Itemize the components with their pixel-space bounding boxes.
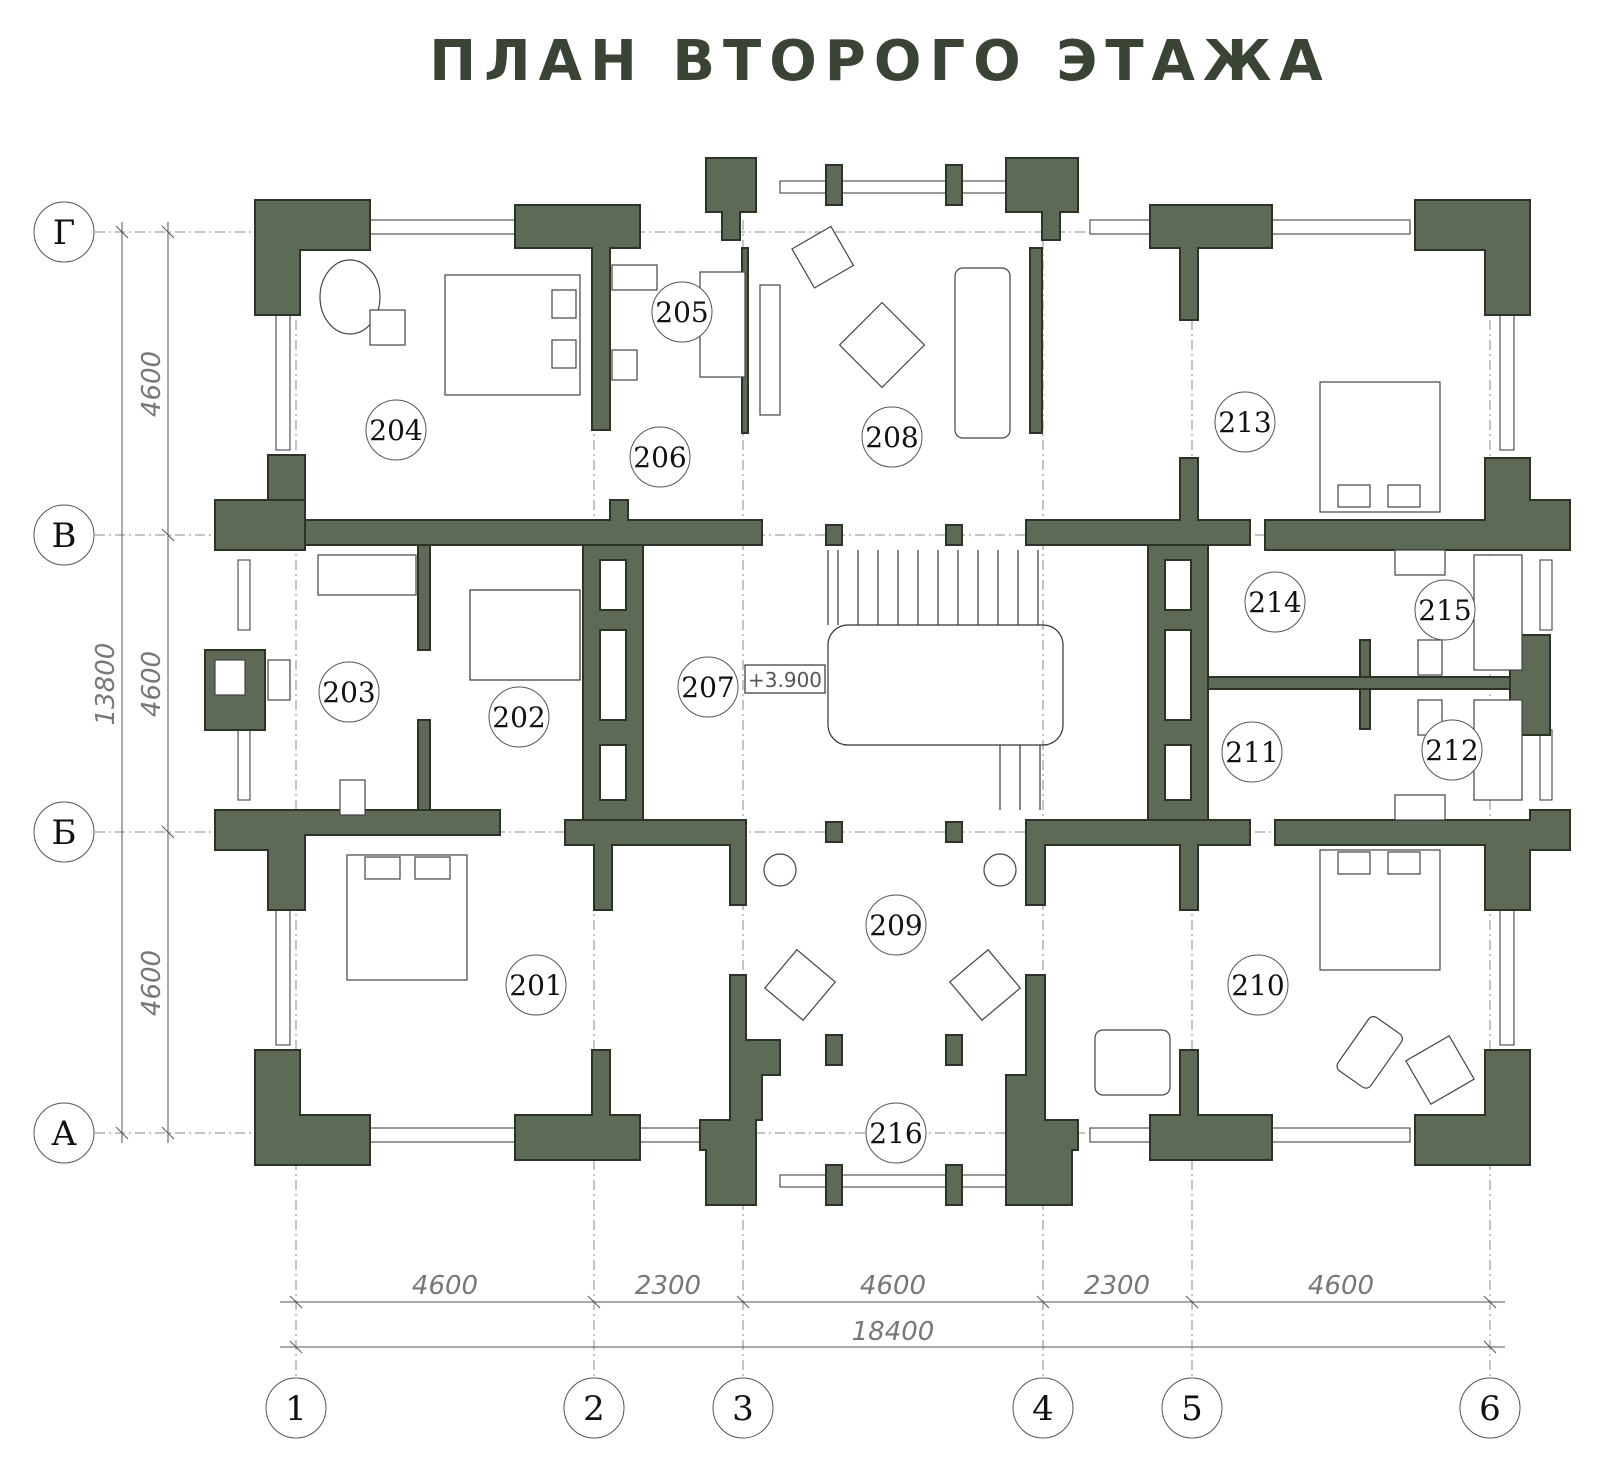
- room-213: 213: [1218, 406, 1271, 439]
- room-202: 202: [492, 701, 545, 734]
- axis-row-a: А: [51, 1114, 77, 1154]
- dim-v-total: 13800: [91, 643, 121, 726]
- horizontal-dimensions: 4600 2300 4600 2300 4600 18400: [280, 1271, 1505, 1354]
- axis-col-1: 1: [285, 1389, 307, 1429]
- room-201: 201: [509, 969, 562, 1002]
- room-labels: 204 205 206 208 213 203 202 207 214 215 …: [318, 281, 1483, 1164]
- room-207: 207: [681, 671, 734, 704]
- room-204: 204: [369, 414, 422, 447]
- room-203: 203: [322, 676, 375, 709]
- staircase: [827, 550, 1064, 810]
- dim-h-3: 4600: [860, 1271, 926, 1301]
- dim-v-3: 4600: [137, 950, 167, 1016]
- row-axis-markers: Г В Б А: [33, 201, 95, 1164]
- elevation-mark: +3.900: [748, 668, 822, 692]
- axis-col-6: 6: [1479, 1389, 1501, 1429]
- axis-col-4: 4: [1032, 1389, 1054, 1429]
- dim-h-4: 2300: [1084, 1271, 1150, 1301]
- room-215: 215: [1418, 594, 1471, 627]
- axis-col-5: 5: [1181, 1389, 1203, 1429]
- axis-grid: [95, 220, 1500, 1380]
- room-211: 211: [1225, 736, 1278, 769]
- room-214: 214: [1248, 586, 1301, 619]
- room-208: 208: [865, 421, 918, 454]
- furniture: [214, 225, 1523, 1105]
- axis-row-b: Б: [52, 813, 77, 853]
- vertical-dimensions: 4600 4600 4600 13800: [91, 222, 175, 1143]
- axis-col-2: 2: [583, 1389, 605, 1429]
- axis-col-3: 3: [732, 1389, 754, 1429]
- dim-h-1: 4600: [412, 1271, 478, 1301]
- room-210: 210: [1231, 969, 1284, 1002]
- dim-h-5: 4600: [1308, 1271, 1374, 1301]
- dim-h-2: 2300: [635, 1271, 701, 1301]
- dim-v-1: 4600: [137, 351, 167, 417]
- dim-v-2: 4600: [137, 651, 167, 717]
- axis-row-g: Г: [53, 213, 76, 253]
- room-205: 205: [655, 296, 708, 329]
- column-axis-markers: 1 2 3 4 5 6: [265, 1377, 1521, 1439]
- room-216: 216: [869, 1117, 922, 1150]
- room-206: 206: [633, 441, 686, 474]
- dim-h-total: 18400: [852, 1317, 935, 1347]
- axis-row-v: В: [52, 516, 77, 556]
- room-212: 212: [1425, 734, 1478, 767]
- plan-title: ПЛАН ВТОРОГО ЭТАЖА: [429, 29, 1331, 94]
- room-209: 209: [869, 909, 922, 942]
- walls: [204, 157, 1571, 1206]
